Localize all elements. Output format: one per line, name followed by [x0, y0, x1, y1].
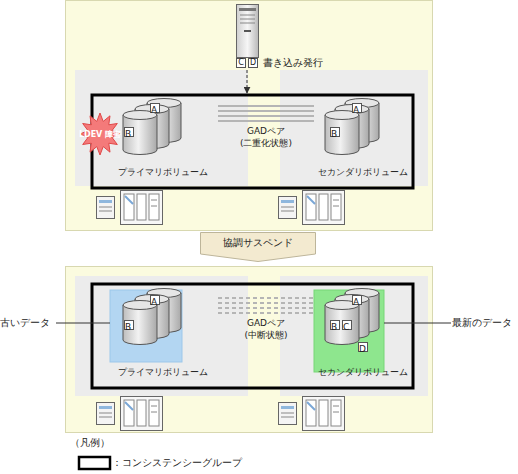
consistency-group [92, 95, 413, 188]
block-letter: B [125, 321, 131, 333]
data-block: B [124, 320, 134, 330]
storage-system-icon [97, 191, 345, 431]
data-block: A [150, 103, 160, 113]
node-label: セカンダリボリューム [318, 366, 408, 378]
node-label: プライマリボリューム [118, 366, 208, 378]
data-block: D [358, 342, 368, 352]
data-block: B [124, 127, 134, 137]
connector-label: GADペア (中断状態) [228, 317, 304, 341]
block-letter: B [125, 128, 131, 140]
block-letter: C [343, 321, 349, 333]
data-block: D [248, 58, 258, 68]
transition-arrow: 協調サスペンド [200, 232, 316, 262]
volume: プライマリボリューム A B [78, 288, 218, 380]
block-letter: B [331, 128, 337, 140]
write-arrow [247, 70, 248, 93]
block-letter: D [249, 59, 257, 67]
storage-area [75, 70, 248, 186]
annotation-label: （凡例） [70, 436, 130, 449]
node-label: 協調サスペンド [200, 232, 316, 254]
block-letter: A [151, 296, 157, 308]
node-label: セカンダリボリューム [318, 166, 408, 178]
volume: セカンダリボリューム A BCD [314, 288, 410, 380]
data-block: A [150, 295, 160, 305]
volume: プライマリボリューム A B LDEV 障害 [78, 98, 218, 182]
data-block: C [236, 58, 246, 68]
arrow-outline [201, 233, 316, 262]
storage-area [75, 276, 248, 396]
annotation-label: 古いデータ [0, 316, 56, 329]
data-block: C [342, 320, 352, 330]
block-letter: A [353, 296, 359, 308]
data-block: A [352, 295, 362, 305]
pair-connector [218, 298, 314, 313]
failure-burst: LDEV 障害 [80, 113, 120, 155]
host-server [237, 5, 259, 58]
leader-line [56, 323, 110, 324]
block-letter: C [237, 59, 245, 67]
legend-swatch [79, 457, 110, 469]
top-panel [66, 1, 433, 231]
bottom-panel [66, 267, 433, 433]
consistency-group [92, 284, 413, 388]
data-block: B [330, 320, 340, 330]
node-label: LDEV 障害 [79, 130, 121, 139]
block-letter: D [359, 343, 366, 355]
data-block: A [352, 103, 362, 113]
storage-area [280, 70, 428, 186]
connector-label: GADペア (二重化状態) [228, 125, 304, 149]
block-letter: B [331, 321, 337, 333]
data-block: B [330, 127, 340, 137]
annotation-label: 最新のデータ [452, 316, 518, 329]
node-label: プライマリボリューム [118, 166, 208, 178]
legend-text: ：コンシステンシーグループ [112, 456, 242, 469]
annotation-label: 書き込み発行 [263, 56, 333, 69]
leader-line [384, 323, 451, 324]
pair-connector [218, 106, 314, 121]
storage-area [280, 276, 428, 396]
volume: セカンダリボリューム A B [314, 98, 410, 182]
block-letter: A [151, 104, 157, 116]
block-letter: A [353, 104, 359, 116]
